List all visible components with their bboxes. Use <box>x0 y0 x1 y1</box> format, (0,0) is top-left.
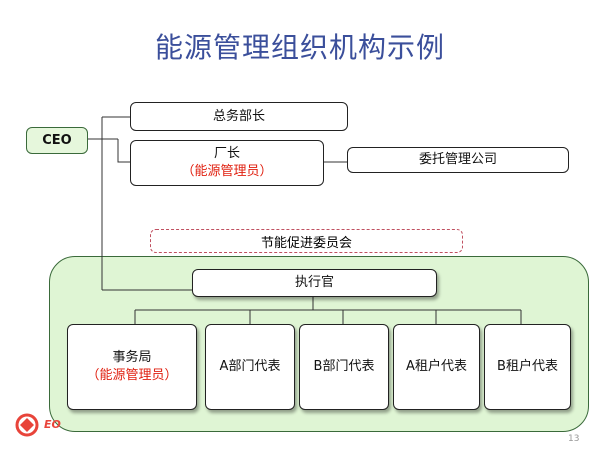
general-manager-box: 总务部长 <box>130 102 348 131</box>
general-manager-label: 总务部长 <box>212 108 265 124</box>
secretariat-box: 事务局 （能源管理员） <box>67 324 197 410</box>
factory-manager-box: 厂长 （能源管理员） <box>130 140 324 186</box>
committee-box: 节能促进委员会 <box>150 229 463 253</box>
secretariat-label: 事务局 <box>112 350 152 365</box>
company-logo-icon <box>15 413 39 437</box>
outsourcing-box: 委托管理公司 <box>347 147 569 173</box>
tenant-a-box: A租户代表 <box>393 324 480 410</box>
committee-label: 节能促进委员会 <box>260 235 352 251</box>
tenant-b-box: B租户代表 <box>484 324 571 410</box>
factory-connector <box>117 139 130 163</box>
company-logo-text: EO <box>44 418 61 431</box>
dept-b-box: B部门代表 <box>299 324 389 410</box>
slide-title: 能源管理组织机构示例 <box>154 31 445 64</box>
ceo-box: CEO <box>26 127 88 154</box>
factory-manager-role: （能源管理员） <box>181 164 273 179</box>
executive-label: 执行官 <box>294 275 334 290</box>
dept-a-label: A部门代表 <box>219 359 281 374</box>
dept-a-box: A部门代表 <box>205 324 295 410</box>
ceo-label: CEO <box>42 132 72 148</box>
secretariat-role: （能源管理员） <box>86 368 178 383</box>
outsourcing-label: 委托管理公司 <box>418 152 497 167</box>
executive-box: 执行官 <box>192 269 437 297</box>
page-number: 13 <box>568 434 580 444</box>
factory-manager-title: 厂长 <box>213 146 240 161</box>
tenant-b-label: B租户代表 <box>497 359 558 374</box>
tenant-a-label: A租户代表 <box>406 359 467 374</box>
dept-b-label: B部门代表 <box>313 359 375 374</box>
